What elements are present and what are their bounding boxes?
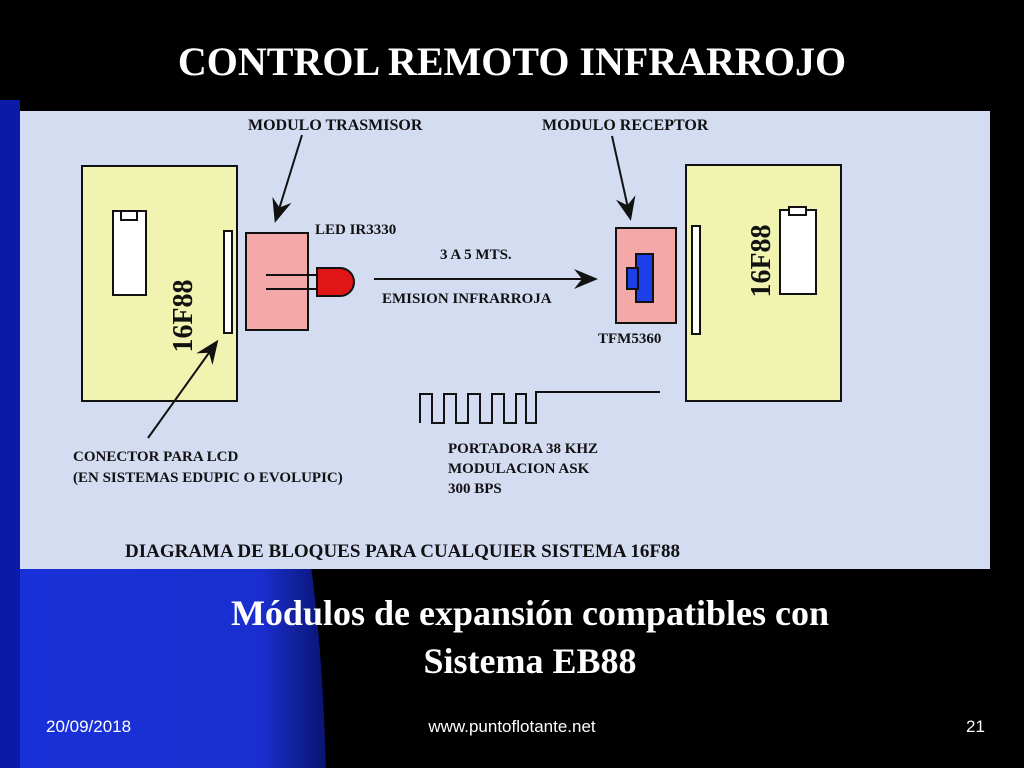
lcd-connector bbox=[223, 230, 233, 334]
led-ir bbox=[316, 267, 355, 297]
receiver-arrow bbox=[611, 135, 636, 221]
subtitle-line-2: Sistema EB88 bbox=[423, 641, 637, 681]
block-diagram-svg: 16F88 LED IR3330 MODULO TRASMISOR 3 A 5 … bbox=[73, 117, 842, 562]
receiver-label: MODULO RECEPTOR bbox=[542, 117, 709, 134]
led-label: LED IR3330 bbox=[315, 222, 396, 238]
left-board bbox=[81, 165, 238, 402]
carrier-line-1: PORTADORA 38 KHZ bbox=[448, 441, 598, 457]
right-chip bbox=[779, 209, 817, 295]
left-chip-label: 16F88 bbox=[168, 279, 199, 352]
left-chip bbox=[112, 210, 147, 296]
right-connector-front bbox=[691, 225, 701, 335]
carrier-waveform bbox=[419, 391, 660, 424]
distance-label: 3 A 5 MTS. bbox=[440, 247, 512, 263]
carrier-line-3: 300 BPS bbox=[448, 481, 502, 497]
footer-url: www.puntoflotante.net bbox=[428, 717, 596, 736]
subtitle-line-1: Módulos de expansión compatibles con bbox=[230, 593, 830, 633]
transmitter-arrow bbox=[272, 134, 303, 223]
page-number: 21 bbox=[966, 717, 985, 736]
receiver-sensor-lens bbox=[626, 267, 639, 290]
tfm-label: TFM5360 bbox=[598, 331, 661, 347]
footer-date: 20/09/2018 bbox=[46, 717, 132, 736]
left-chip-notch bbox=[120, 210, 138, 221]
transmitter-label: MODULO TRASMISOR bbox=[248, 117, 423, 134]
block-diagram: 16F88 LED IR3330 MODULO TRASMISOR 3 A 5 … bbox=[20, 111, 990, 569]
transmitter-module bbox=[245, 232, 309, 331]
connector-line-1: CONECTOR PARA LCD bbox=[73, 449, 238, 465]
carrier-line-2: MODULACION ASK bbox=[448, 461, 590, 477]
slide-title: CONTROL REMOTO INFRARROJO bbox=[177, 39, 847, 84]
emission-label: EMISION INFRARROJA bbox=[382, 291, 552, 307]
right-chip-notch bbox=[788, 206, 807, 216]
diagram-caption: DIAGRAMA DE BLOQUES PARA CUALQUIER SISTE… bbox=[125, 541, 680, 562]
right-chip-label: 16F88 bbox=[746, 224, 777, 297]
connector-arrow bbox=[147, 339, 219, 439]
connector-line-2: (EN SISTEMAS EDUPIC O EVOLUPIC) bbox=[73, 470, 343, 486]
